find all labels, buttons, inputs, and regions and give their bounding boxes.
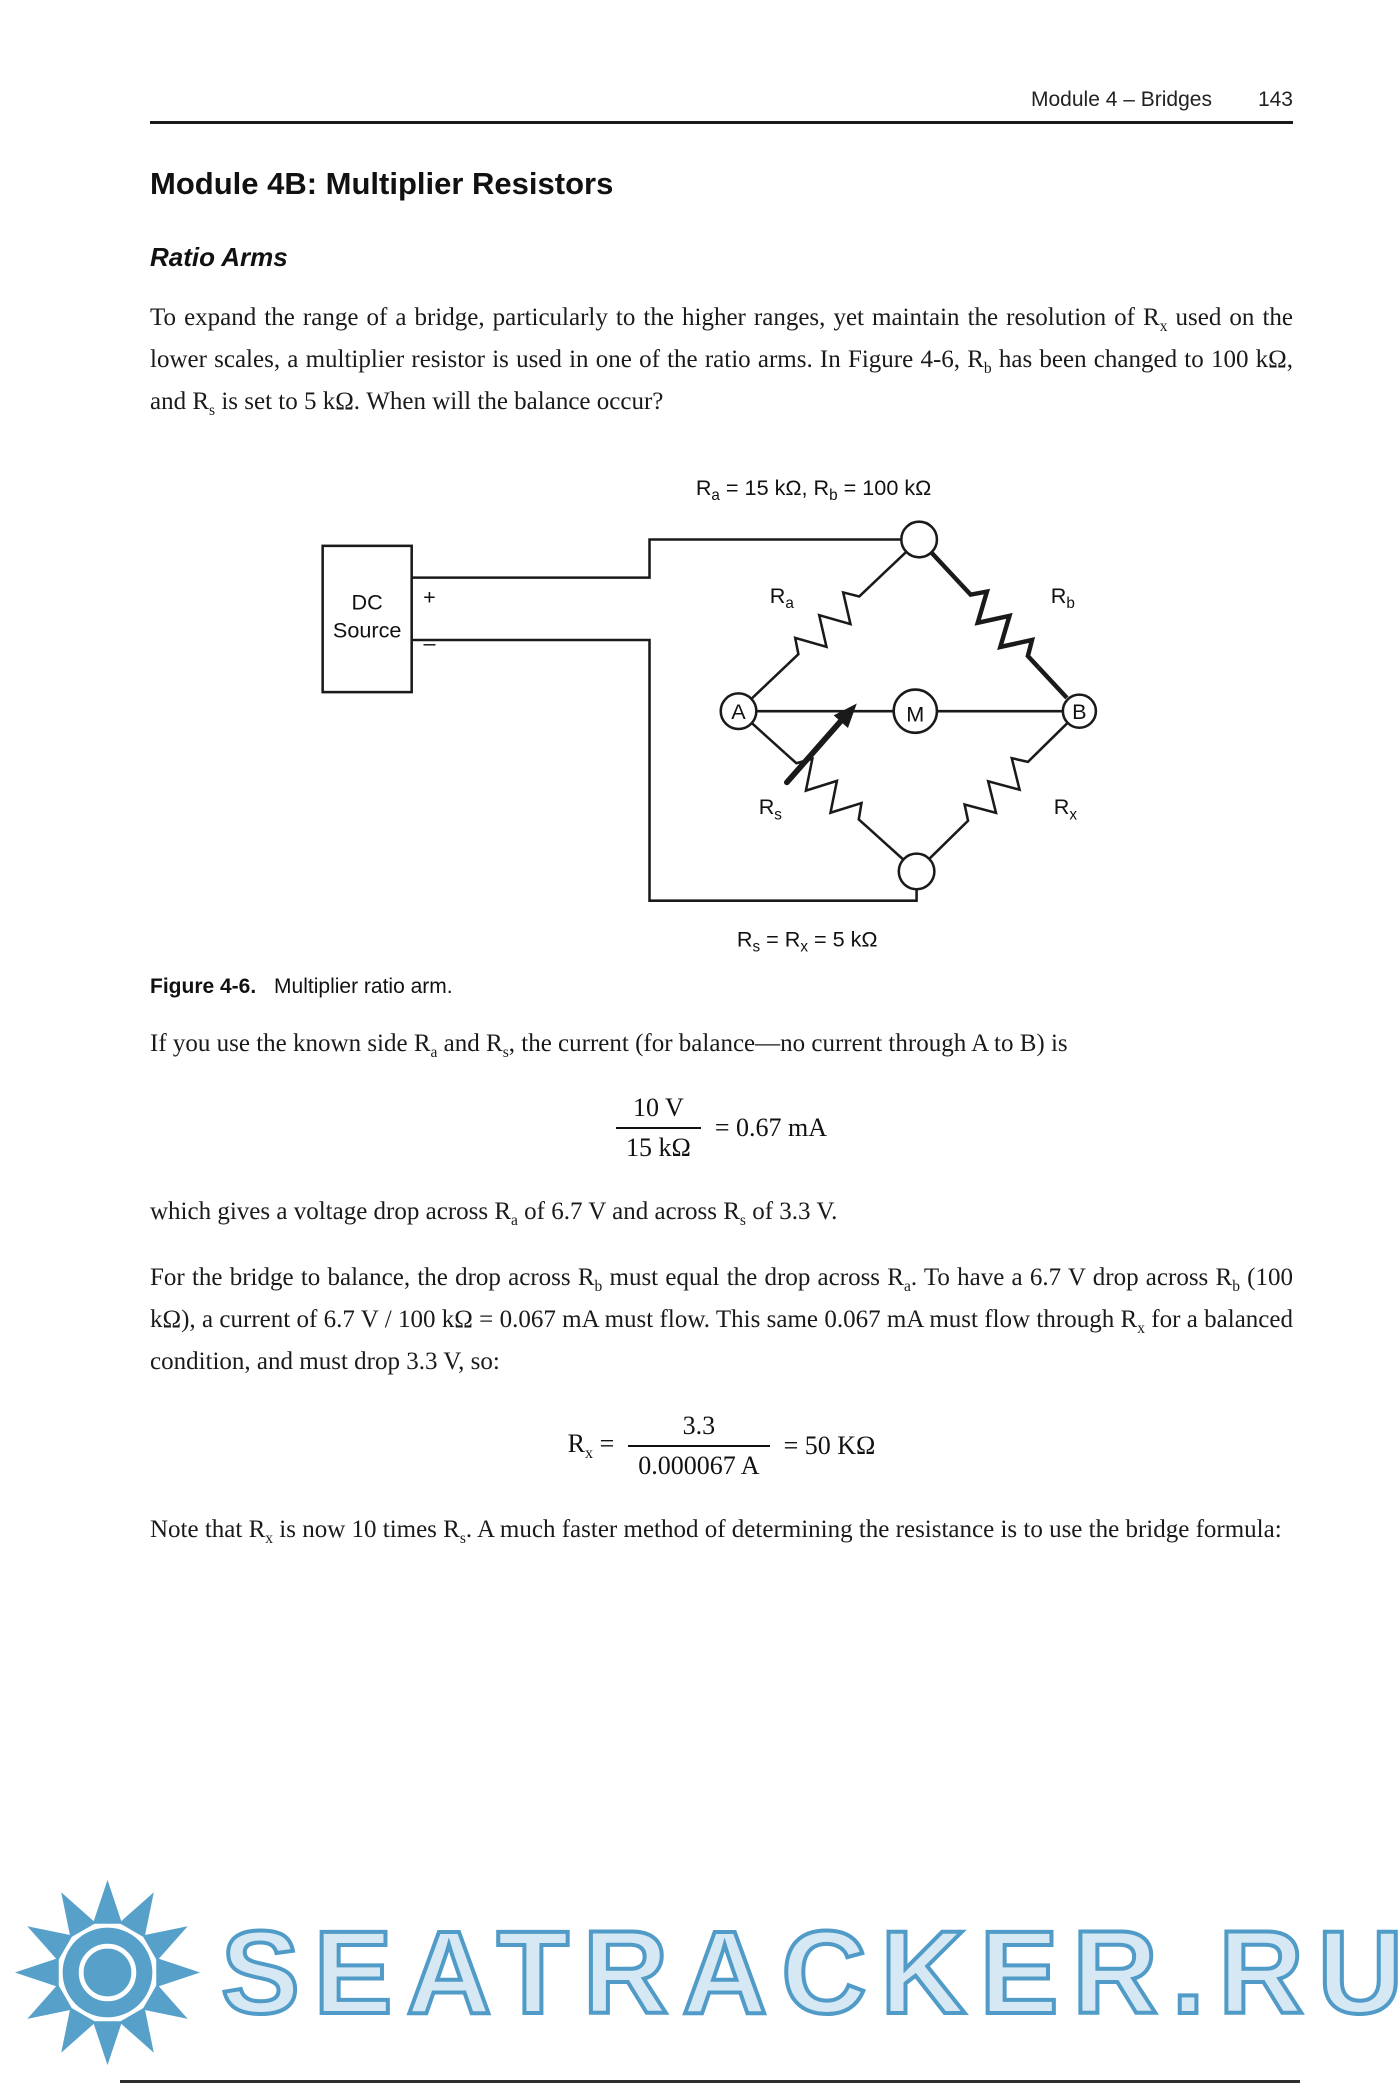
equation-lhs: Rx = — [567, 1428, 615, 1463]
section-heading: Ratio Arms — [150, 242, 288, 272]
fraction: 3.3 0.000067 A — [628, 1411, 770, 1481]
dc-source-label-line1: DC — [352, 589, 383, 614]
node-a-label: A — [731, 699, 746, 724]
wire-negative — [411, 638, 918, 902]
equation-rx: Rx = 3.3 0.000067 A = 50 KΩ — [150, 1411, 1293, 1481]
figure-caption: Figure 4-6. Multiplier ratio arm. — [150, 975, 1293, 999]
header-rule — [150, 121, 1293, 124]
bottom-page-rule — [120, 2080, 1300, 2083]
fraction-bar — [628, 1445, 770, 1447]
fraction: 10 V 15 kΩ — [616, 1093, 701, 1163]
paragraph-intro: To expand the range of a bridge, particu… — [150, 304, 1293, 419]
figure-top-label: Ra = 15 kΩ, Rb = 100 kΩ — [696, 475, 931, 504]
page-content: Module 4 – Bridges 143 Module 4B: Multip… — [0, 88, 1400, 1551]
resistor-rx-arm — [928, 722, 1068, 860]
paragraph-note: Note that Rx is now 10 times Rs. A much … — [150, 1516, 1282, 1547]
wiper-arrow-shaft — [784, 715, 846, 786]
watermark-text: SEATRACKER.RU — [219, 1905, 1400, 2041]
paragraph-voltage-drop: which gives a voltage drop across Ra of … — [150, 1198, 838, 1229]
top-node — [900, 520, 939, 559]
figure-caption-label: Figure 4-6. — [150, 975, 257, 998]
running-title: Module 4 – Bridges — [1031, 88, 1212, 111]
resistor-ra-arm — [750, 550, 908, 700]
dc-source-box — [321, 544, 413, 694]
page-header: Module 4 – Bridges 143 — [150, 88, 1293, 112]
sun-icon — [14, 1879, 201, 2066]
figure-caption-text: Multiplier ratio arm. — [274, 975, 453, 998]
node-b — [1061, 693, 1098, 729]
wire-positive — [411, 538, 902, 579]
meter-label: M — [906, 701, 924, 726]
fraction-bar — [616, 1127, 701, 1129]
minus-terminal-label: – — [423, 630, 435, 655]
label-ra: Ra — [770, 583, 795, 612]
equation-result: = 50 KΩ — [783, 1431, 876, 1460]
label-rx: Rx — [1054, 794, 1078, 823]
label-rb: Rb — [1051, 583, 1075, 612]
meter — [892, 688, 939, 735]
fraction-numerator: 3.3 — [682, 1411, 716, 1440]
label-rs: Rs — [759, 794, 783, 823]
wiper-arrow-head — [833, 703, 857, 728]
plus-terminal-label: + — [423, 584, 436, 609]
fraction-numerator: 10 V — [633, 1093, 684, 1122]
fraction-denominator: 0.000067 A — [638, 1451, 760, 1480]
paragraph-known-side: If you use the known side Ra and Rs, the… — [150, 1030, 1068, 1061]
dc-source-label-line2: Source — [333, 617, 401, 642]
page-number: 143 — [1257, 88, 1293, 111]
fraction-denominator: 15 kΩ — [626, 1133, 691, 1162]
resistor-rb-arm — [929, 551, 1069, 700]
bridge-circuit-diagram: Ra = 15 kΩ, Rb = 100 kΩ Rs = Rx = 5 kΩ D… — [321, 475, 1098, 956]
node-b-label: B — [1072, 699, 1086, 724]
bottom-node — [897, 852, 936, 891]
watermark: SEATRACKER.RU — [0, 1875, 1400, 2070]
figure-bottom-label: Rs = Rx = 5 kΩ — [737, 926, 878, 955]
node-a — [719, 692, 758, 731]
equation-result: = 0.67 mA — [714, 1113, 827, 1142]
paragraph-balance: For the bridge to balance, the drop acro… — [150, 1264, 1293, 1375]
equation-current: 10 V 15 kΩ = 0.67 mA — [150, 1093, 1293, 1163]
module-title: Module 4B: Multiplier Resistors — [150, 166, 614, 201]
